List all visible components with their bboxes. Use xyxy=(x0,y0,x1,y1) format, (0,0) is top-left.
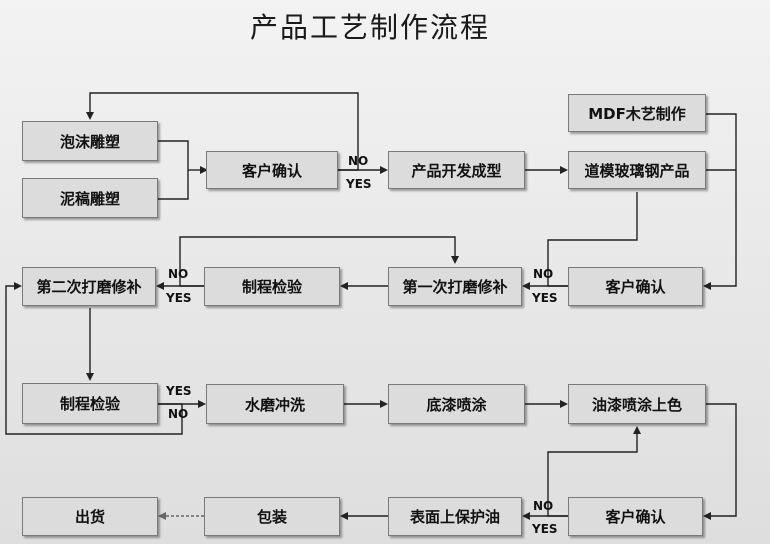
decision-no-label: NO xyxy=(168,407,189,421)
node-packaging: 包装 xyxy=(204,497,340,536)
decision-yes-label: YES xyxy=(346,177,372,191)
decision-yes-label: YES xyxy=(532,522,558,536)
node-protective-oil: 表面上保护油 xyxy=(388,497,522,536)
node-ship: 出货 xyxy=(22,497,158,536)
node-customer-confirm-2: 客户确认 xyxy=(568,267,703,306)
node-process-inspection-2: 制程检验 xyxy=(22,383,158,424)
node-product-development: 产品开发成型 xyxy=(388,151,525,189)
decision-no-label: NO xyxy=(533,499,554,513)
node-primer-spray: 底漆喷涂 xyxy=(388,384,525,424)
decision-no-label: NO xyxy=(533,267,554,281)
decision-yes-label: YES xyxy=(532,291,558,305)
node-paint-coloring: 油漆喷涂上色 xyxy=(568,384,706,424)
node-clay-sculpt: 泥稿雕塑 xyxy=(22,178,158,218)
node-process-inspection-1: 制程检验 xyxy=(204,267,340,306)
node-customer-confirm-3: 客户确认 xyxy=(568,497,703,536)
decision-yes-label: YES xyxy=(166,384,192,398)
decision-yes-label: YES xyxy=(166,291,192,305)
node-first-polish: 第一次打磨修补 xyxy=(388,267,522,306)
node-mdf-woodwork: MDF木艺制作 xyxy=(568,94,706,132)
node-frp-product: 道模玻璃钢产品 xyxy=(568,151,706,189)
page-title: 产品工艺制作流程 xyxy=(249,11,490,44)
node-customer-confirm-1: 客户确认 xyxy=(206,151,338,189)
node-second-polish: 第二次打磨修补 xyxy=(22,267,156,306)
node-water-wash: 水磨冲洗 xyxy=(206,384,344,424)
node-foam-sculpt: 泡沫雕塑 xyxy=(22,121,158,161)
decision-no-label: NO xyxy=(168,267,189,281)
decision-no-label: NO xyxy=(348,154,369,168)
